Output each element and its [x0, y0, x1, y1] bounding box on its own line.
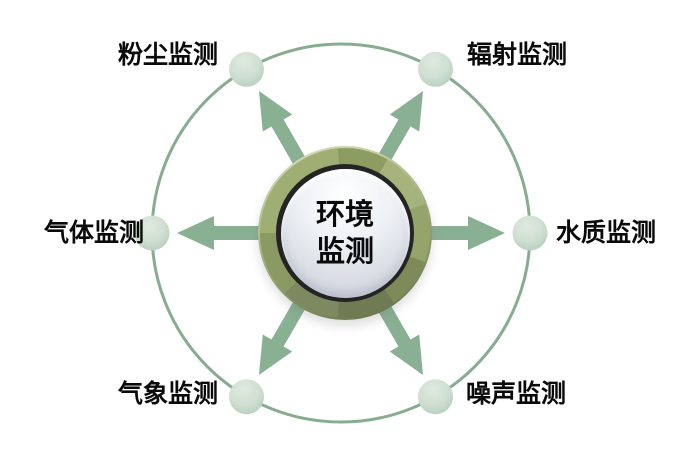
node-weather [229, 379, 264, 415]
node-group [134, 51, 548, 415]
node-water [512, 215, 548, 251]
hub-face: 环境 监测 [280, 168, 410, 298]
hub-title-line2: 监测 [315, 234, 374, 268]
label-dust: 粉尘监测 [117, 40, 219, 69]
label-radiation: 辐射监测 [466, 40, 568, 69]
label-water: 水质监测 [555, 218, 657, 247]
hub-title-line1: 环境 [315, 197, 374, 231]
node-radiation [418, 51, 453, 87]
node-dust [229, 51, 264, 87]
hub: 环境 监测 [258, 146, 432, 320]
label-noise: 噪声监测 [465, 379, 567, 408]
arrow-left-icon [177, 216, 286, 250]
label-gas: 气体监测 [43, 218, 145, 247]
node-noise [418, 379, 453, 415]
label-weather: 气象监测 [117, 379, 219, 408]
arrow-right-icon [396, 216, 505, 250]
node-gas [134, 215, 170, 251]
